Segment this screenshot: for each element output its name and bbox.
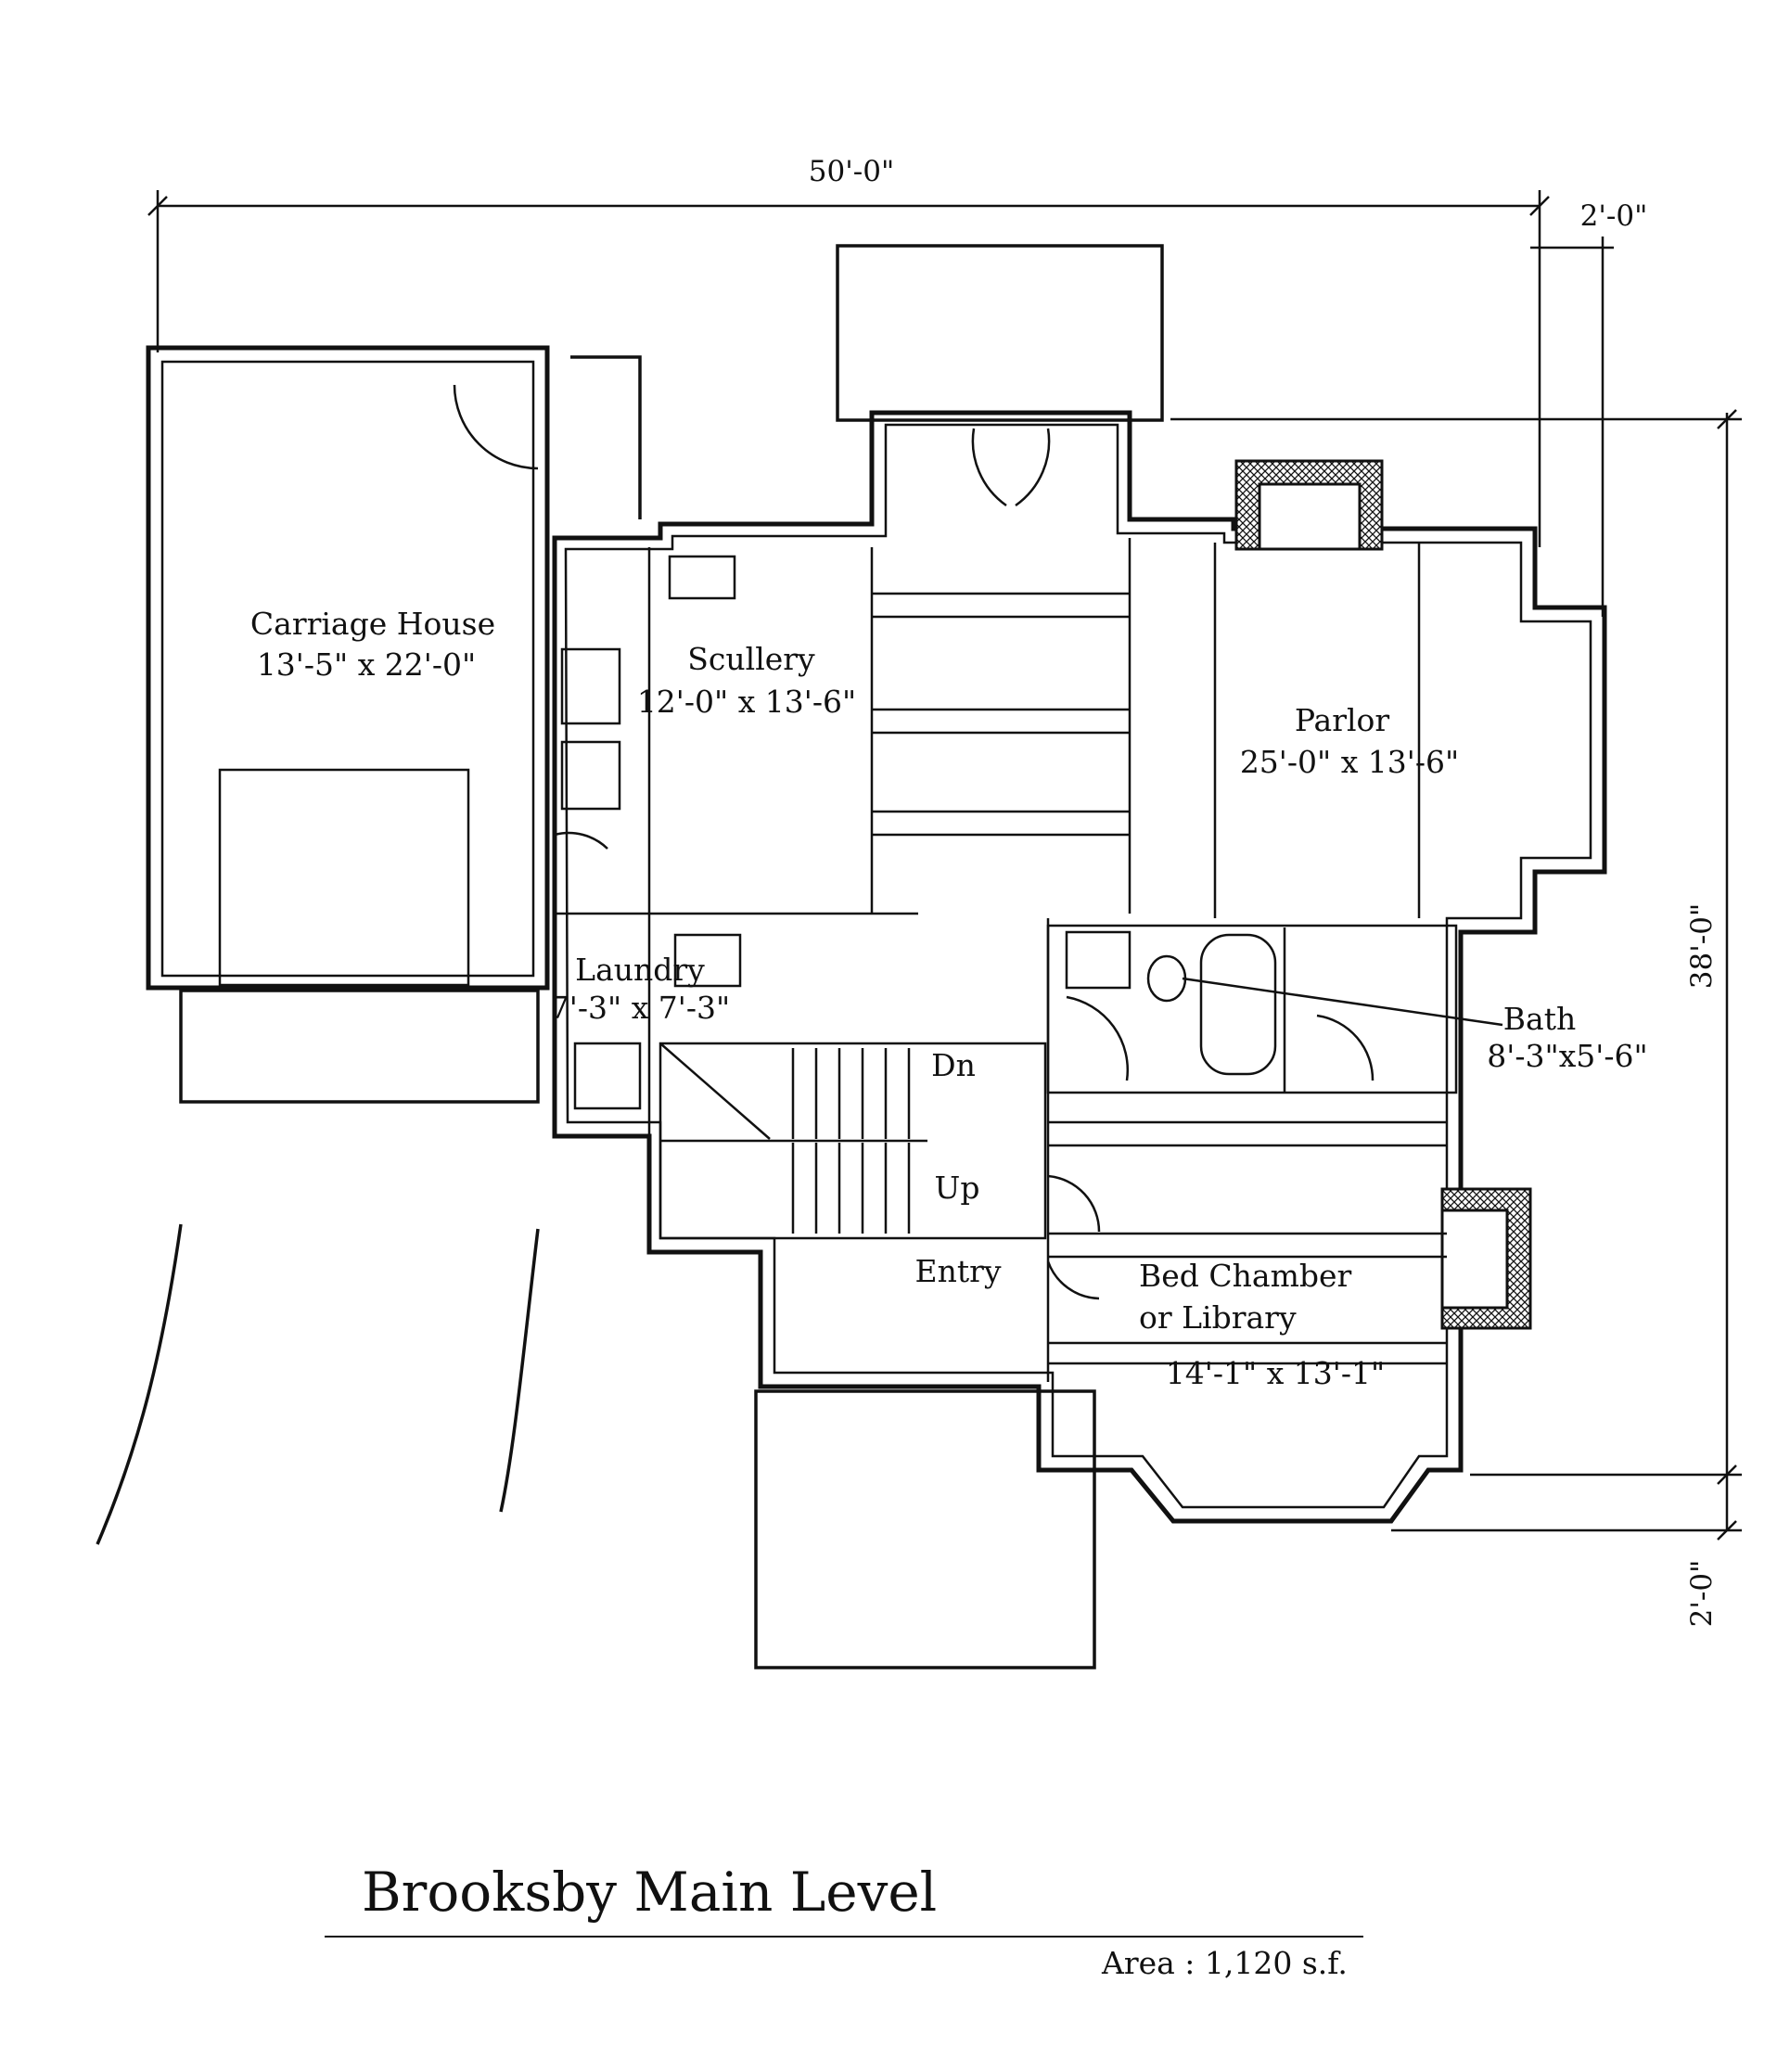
scullery-name: Scullery	[687, 641, 815, 677]
fireplaces	[1234, 459, 1532, 1330]
plan-title: Brooksby Main Level	[362, 1861, 937, 1924]
dim-overall-depth: 38'-0"	[1685, 903, 1719, 989]
laundry-name: Laundry	[575, 952, 705, 988]
stair-treads	[791, 1048, 911, 1234]
carriage-house-size: 13'-5" x 22'-0"	[257, 646, 476, 683]
dim-bottom-offset: 2'-0"	[1685, 1560, 1719, 1628]
scullery-size: 12'-0" x 13'-6"	[637, 684, 856, 720]
carriage-house-name: Carriage House	[250, 606, 495, 642]
parlor-size: 25'-0" x 13'-6"	[1240, 744, 1459, 780]
plan-area: Area : 1,120 s.f.	[1101, 1945, 1348, 1981]
dim-overall-width: 50'-0"	[809, 155, 894, 188]
bath-leader-line	[1182, 977, 1503, 1027]
title-block: Brooksby Main Level Area : 1,120 s.f.	[325, 1861, 1363, 1981]
dimension-labels: 50'-0" 2'-0" 38'-0" 2'-0"	[809, 155, 1719, 1627]
interior-walls	[218, 538, 1458, 1382]
doors	[453, 384, 1374, 1300]
bed-chamber-alt-name: or Library	[1139, 1299, 1297, 1336]
dim-right-offset: 2'-0"	[1580, 199, 1648, 233]
exterior-walls	[146, 345, 1607, 1524]
bath-name: Bath	[1503, 1001, 1576, 1037]
entry-name: Entry	[914, 1253, 1001, 1289]
room-labels: Carriage House 13'-5" x 22'-0" Scullery …	[250, 606, 1648, 1391]
stair-up-label: Up	[935, 1170, 980, 1206]
bath-size: 8'-3"x5'-6"	[1487, 1038, 1647, 1074]
laundry-size: 7'-3" x 7'-3"	[550, 990, 730, 1026]
dimension-lines	[147, 190, 1742, 1541]
bed-chamber-name: Bed Chamber	[1139, 1258, 1352, 1294]
stair-down-label: Dn	[931, 1047, 976, 1083]
parlor-name: Parlor	[1295, 702, 1390, 738]
bed-chamber-size: 14'-1" x 13'-1"	[1166, 1355, 1385, 1391]
stonework	[96, 244, 1164, 1669]
